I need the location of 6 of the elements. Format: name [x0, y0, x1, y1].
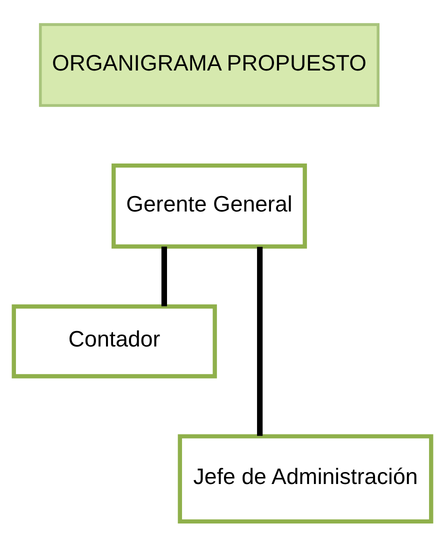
connector — [161, 246, 168, 306]
node-box: Gerente General — [112, 163, 307, 249]
node-box: Contador — [12, 304, 217, 378]
node-box: ORGANIGRAMA PROPUESTO — [38, 23, 380, 107]
node-box: Jefe de Administración — [178, 434, 434, 524]
connector — [257, 246, 263, 436]
